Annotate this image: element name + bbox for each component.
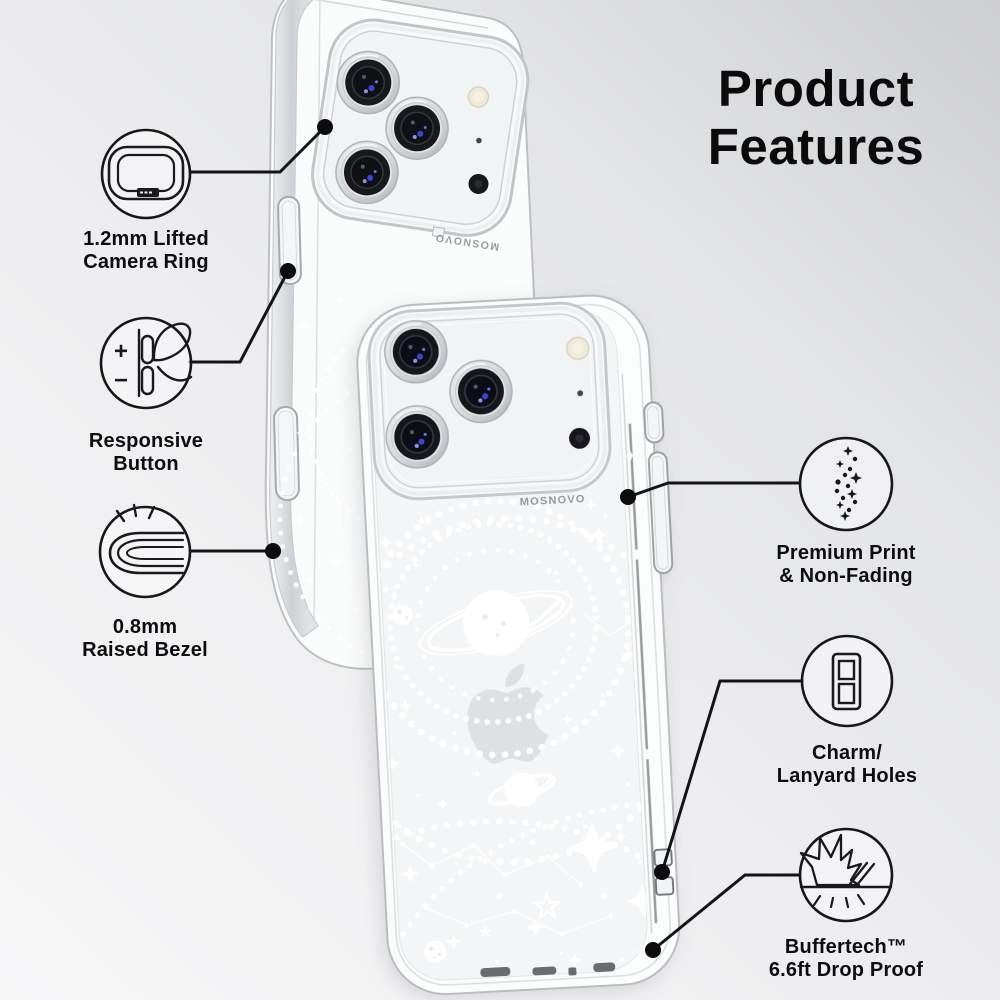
connector-dot (620, 489, 636, 505)
callout-circle (100, 128, 192, 220)
connector-dot (265, 543, 281, 559)
bottom-ports (480, 962, 616, 978)
callout-circle (98, 505, 192, 599)
connector-responsive-button (188, 269, 290, 364)
saturn-illustration (419, 589, 573, 656)
planet-illustration (392, 604, 556, 963)
connector-dot (317, 119, 333, 135)
back-mic-hole (476, 137, 482, 144)
connector-dot (280, 263, 296, 279)
connector-premium-print (626, 481, 802, 499)
feature-label-raised-bezel: 0.8mm Raised Bezel (82, 616, 208, 661)
feature-label-buffertech: Buffertech™ 6.6ft Drop Proof (768, 936, 924, 981)
callout-circle (798, 436, 894, 532)
title-line-2: Features (707, 118, 925, 175)
front-camera-module (367, 301, 612, 501)
star-print-icon (834, 446, 862, 521)
connector-dots (265, 119, 670, 958)
svg-text:−: − (114, 367, 128, 394)
front-mic-hole (577, 390, 584, 397)
title-line-1: Product (717, 60, 915, 117)
constellation-dots (394, 563, 642, 964)
raised-bezel-icon (108, 503, 185, 575)
svg-text:+: + (114, 338, 128, 365)
feature-label-charm-lanyard: Charm/ Lanyard Holes (776, 742, 918, 787)
connector-buffertech (651, 873, 802, 952)
feature-label-camera-ring: 1.2mm Lifted Camera Ring (83, 228, 209, 273)
lanyard-holes-icon (831, 652, 862, 711)
connector-dot (645, 942, 661, 958)
feature-label-responsive-button: Responsive Button (88, 430, 204, 475)
connector-lines (188, 125, 804, 952)
callout-circle (798, 827, 894, 923)
camera-ring-icon (107, 145, 185, 201)
callout-circle (800, 634, 894, 728)
connector-camera-ring (188, 125, 327, 174)
back-volume-buttons (273, 195, 302, 501)
celestial-print (367, 497, 650, 983)
impact-drop-icon (799, 833, 893, 909)
front-phone: MOSNOVO (356, 294, 681, 996)
apple-logo (467, 663, 549, 764)
volume-buttons-finger-icon: + − (114, 322, 193, 398)
callout-circles (98, 128, 894, 923)
page-title: Product Features (640, 60, 992, 176)
brand-text-front: MOSNOVO (520, 493, 586, 508)
connector-dot (654, 864, 670, 880)
back-camera-module: MOSNOVO (311, 18, 530, 253)
feature-label-premium-print: Premium Print & Non-Fading (776, 542, 916, 587)
connector-charm-lanyard (660, 679, 804, 874)
